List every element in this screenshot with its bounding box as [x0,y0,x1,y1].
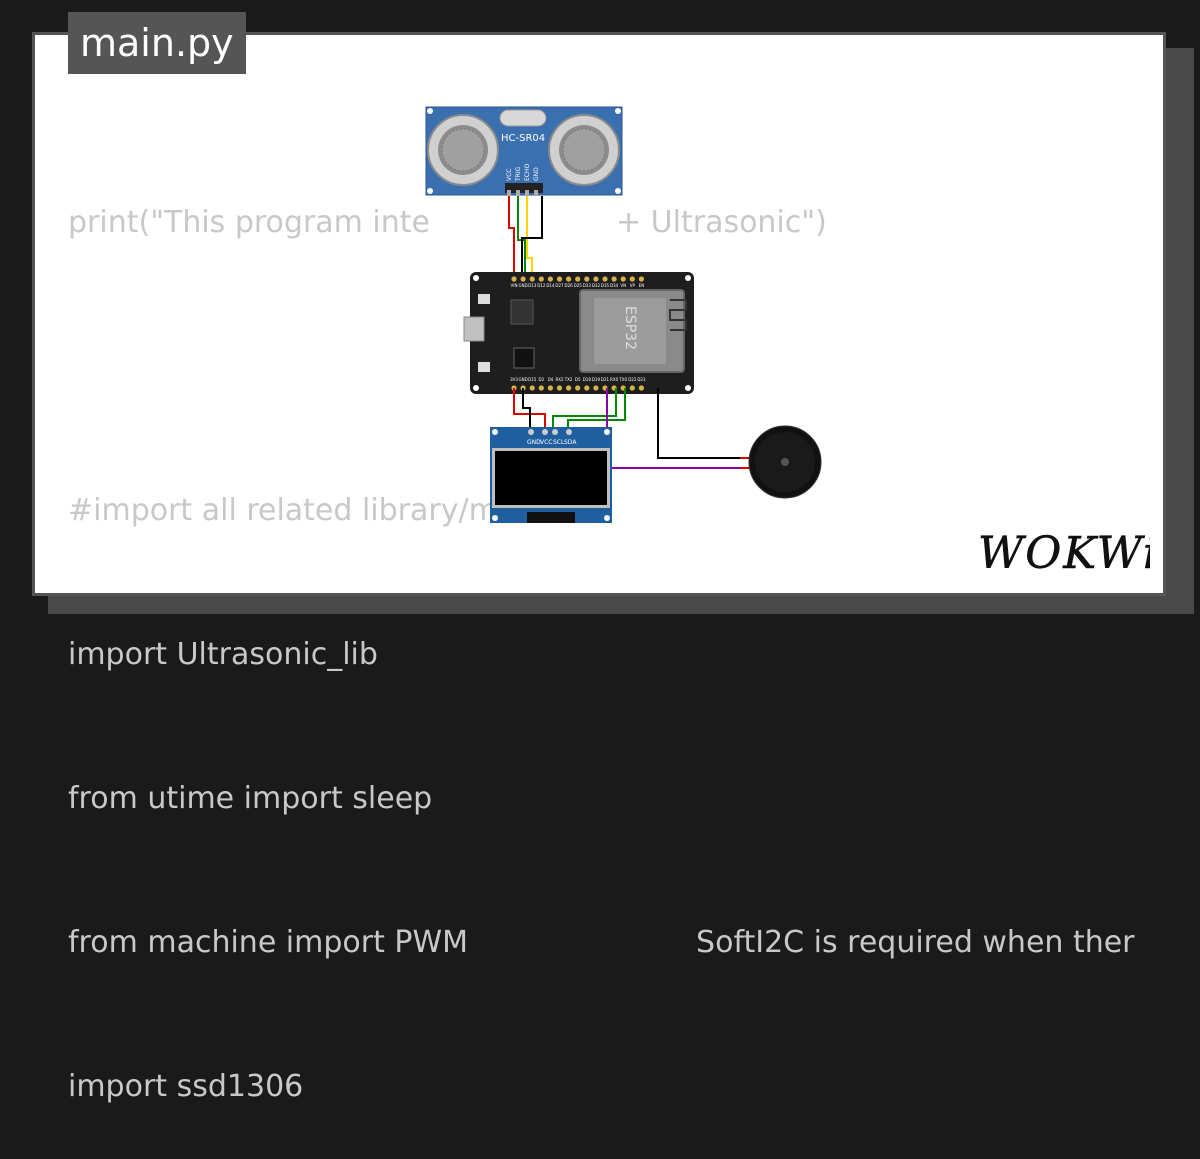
esp32-top-pin-label-d14: D14 [546,283,555,288]
esp32-bottom-pin-label-d15: D15 [528,377,537,382]
esp32-bottom-pin-label-d23: D23 [637,377,646,382]
esp32-bottom-pin-label-rx0: RX0 [610,377,619,382]
code-line-6: from machine import PWM SoftI2C is requir… [68,919,1135,967]
esp32-top-pin-hole-d32[interactable] [593,276,599,282]
esp32-chip-label: ESP32 [622,306,638,350]
esp32-top-pin-hole-d35[interactable] [602,276,608,282]
ultrasonic-pin-gnd: GND [533,167,540,181]
code-line-1: print("This program inte + Ultrasonic") [68,199,1135,247]
code-line-6-head: from machine import PWM [68,925,469,960]
esp32-bottom-pin-label-tx0: TX0 [618,377,627,382]
ultrasonic-pin-echo: ECHO [524,164,531,181]
esp32-top-pin-label-d34: D34 [610,283,619,288]
esp32-bottom-pin-label-d22: D22 [628,377,637,382]
esp32-top-pin-hole-d33[interactable] [584,276,590,282]
esp32-bottom-pin-hole-rx2[interactable] [556,385,563,391]
esp32-top-pin-label-en: EN [639,283,645,288]
esp32-bottom-pin-label-d5: D5 [575,377,581,382]
esp32-bottom-pin-hole-d4[interactable] [547,385,554,391]
esp32-top-pin-hole-d12[interactable] [538,276,544,282]
oled-pin-gnd: GND [527,439,541,446]
esp32-top-pin-label-d32: D32 [592,283,601,288]
esp32-top-pin-hole-d25[interactable] [575,276,581,282]
esp32-bottom-pin-hole-d19[interactable] [593,385,599,391]
buzzer[interactable] [748,425,822,499]
esp32-top-pin-hole-d26[interactable] [566,276,572,282]
code-line-1-tail: + Ultrasonic") [616,205,827,240]
esp32-top-pin-label-d33: D33 [583,283,592,288]
ultrasonic-sensor[interactable]: HC-SR04 VCC TRIG ECHO GND [425,106,623,196]
esp32-bottom-pin-hole-d18[interactable] [584,385,590,391]
oled-wires [513,388,626,430]
oled-pin-vcc: VCC [540,439,552,446]
esp32-bottom-pin-label-rx2: RX2 [555,377,564,382]
code-line-5: from utime import sleep [68,781,433,816]
esp32-top-pin-hole-d14[interactable] [547,276,554,282]
code-line-7: import ssd1306 [68,1069,304,1104]
ultrasonic-pin-trig: TRIG [515,166,522,182]
code-line-1-head: print("This program inte [68,205,430,240]
ultrasonic-pin-vcc: VCC [506,169,513,181]
sensor-wires [508,196,580,279]
esp32-top-pin-holes [511,276,645,282]
code-line-6-tail: SoftI2C is required when ther [696,925,1135,960]
oled-pin-sda: SDA [564,439,577,446]
esp32-bottom-pin-label-d2: D2 [538,377,544,382]
esp32-bottom-pin-label-d21: D21 [601,377,610,382]
esp32-top-pin-label-vp: VP [630,283,636,288]
esp32-top-pin-hole-vp[interactable] [629,276,635,282]
ultrasonic-label: HC-SR04 [501,133,545,144]
esp32-top-pin-hole-vin[interactable] [511,276,517,282]
esp32-bottom-pin-holes [511,385,645,391]
esp32-top-pin-label-d13: D13 [528,283,537,288]
oled-display[interactable]: GND VCC SCL SDA [490,427,612,523]
esp32-top-pin-hole-gnd[interactable] [520,276,526,282]
esp32-bottom-pin-label-3v3: 3V3 [510,377,518,382]
esp32-top-pin-hole-d27[interactable] [556,276,563,282]
esp32-bottom-pin-label-d4: D4 [548,377,554,382]
esp32-bottom-pin-hole-d15[interactable] [529,385,535,391]
esp32-top-pin-label-vin: VIN [511,283,518,288]
esp32-top-pin-label-gnd: GND [519,283,528,288]
esp32-bottom-pin-hole-d23[interactable] [638,385,645,391]
esp32-bottom-pin-hole-tx2[interactable] [566,385,572,391]
code-line-4: import Ultrasonic_lib [68,637,378,672]
esp32-bottom-pin-hole-d2[interactable] [538,385,544,391]
oled-pin-scl: SCL [553,439,565,446]
esp32-top-pin-label-d12: D12 [537,283,546,288]
esp32-bottom-pin-hole-d22[interactable] [629,385,635,391]
wokwi-logo-text: WOKWi [978,528,1150,578]
tab-main-py[interactable]: main.py [68,12,246,74]
esp32-top-pin-hole-en[interactable] [638,276,645,282]
esp32-bottom-pin-label-d19: D19 [592,377,601,382]
esp32-top-pin-hole-d13[interactable] [529,276,535,282]
esp32-top-pin-hole-d34[interactable] [611,276,617,282]
esp32-bottom-pin-hole-d5[interactable] [575,385,581,391]
wokwi-logo: WOKWi [974,526,1158,582]
esp32-top-pin-label-d25: D25 [574,283,583,288]
esp32-top-pin-label-vn: VN [620,283,626,288]
esp32-top-pin-hole-vn[interactable] [620,276,626,282]
esp32-top-pin-label-d35: D35 [601,283,610,288]
esp32-bottom-pin-label-tx2: TX2 [564,377,573,382]
esp32-bottom-pin-label-d18: D18 [583,377,592,382]
buzzer-wires [606,388,750,469]
esp32-top-pin-label-d27: D27 [555,283,564,288]
esp32-top-pin-label-d26: D26 [565,283,574,288]
esp32-bottom-pin-label-gnd: GND [519,377,528,382]
